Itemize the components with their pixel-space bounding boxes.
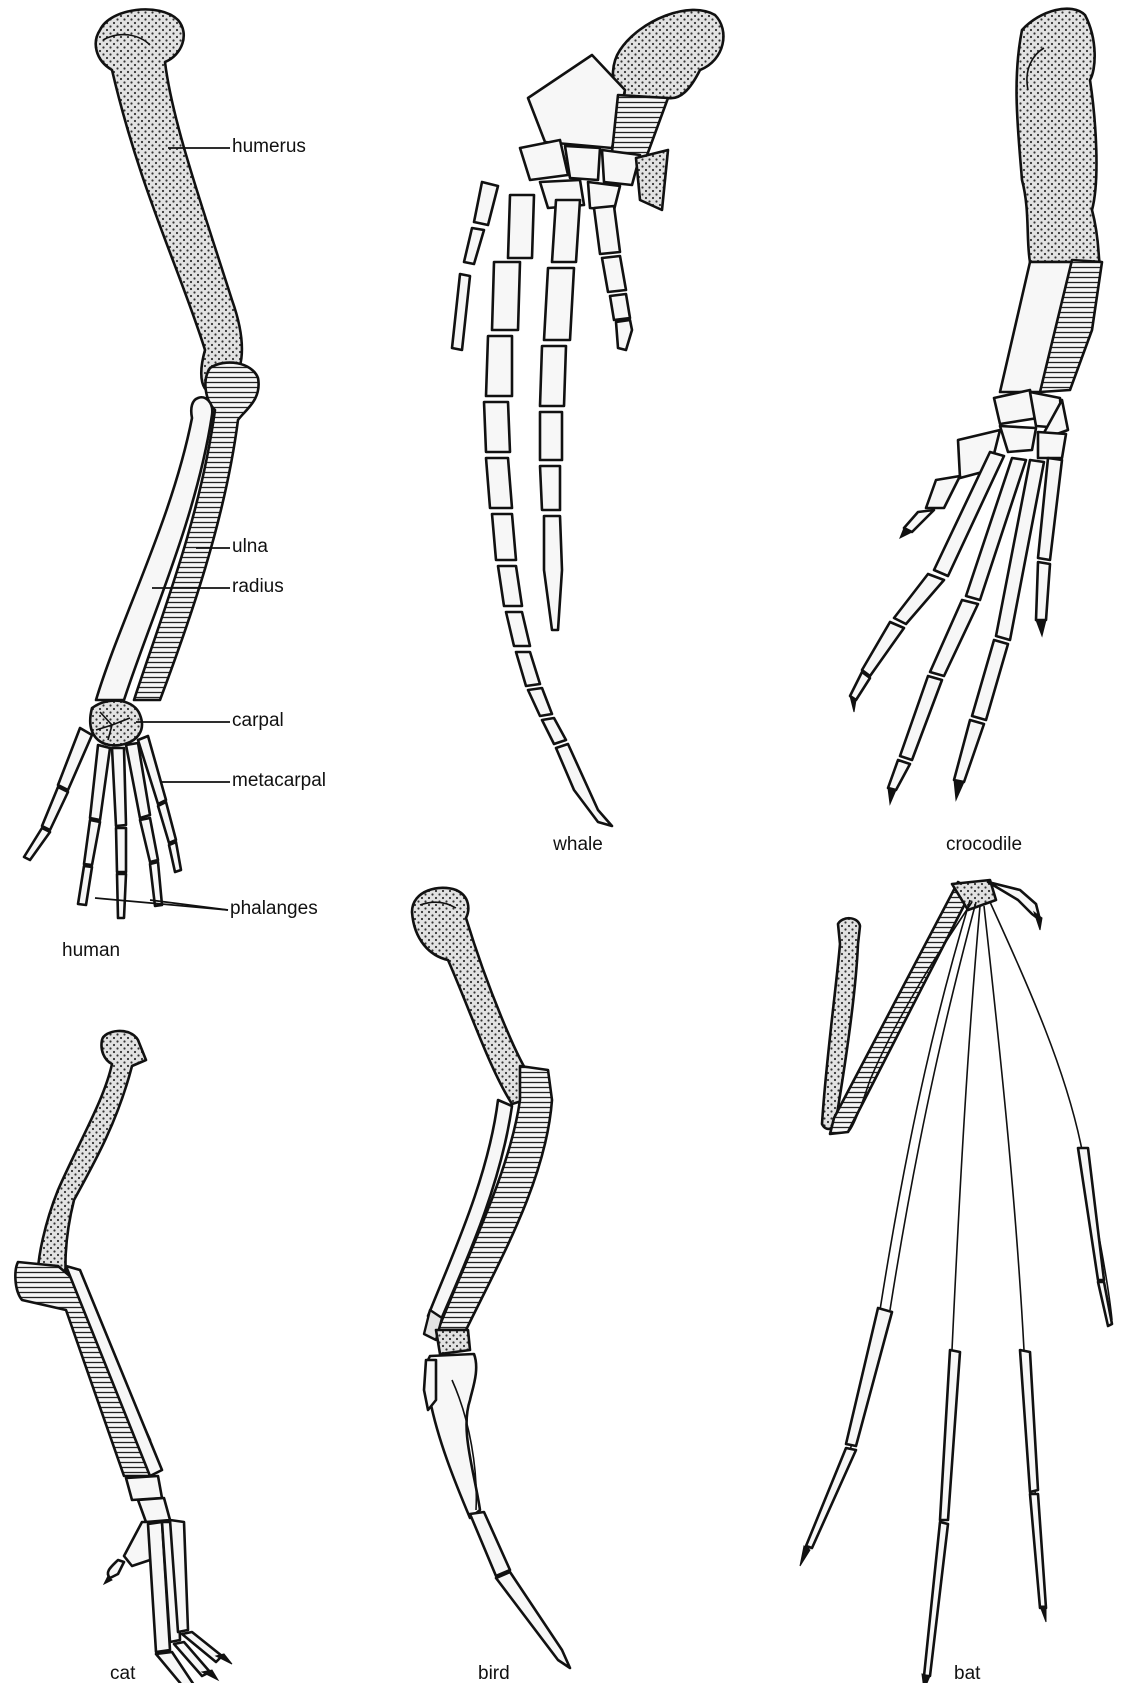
bird-carpals [436, 1330, 470, 1354]
ulna-label: ulna [232, 537, 268, 556]
bird-ulna [438, 1066, 552, 1330]
crocodile-label: crocodile [946, 834, 1022, 855]
radius-label: radius [232, 577, 284, 596]
human-label: human [62, 941, 120, 960]
metacarpal-label: metacarpal [232, 771, 326, 790]
whale-forelimb: whale [452, 10, 723, 855]
whale-digits [452, 182, 632, 826]
bird-forelimb [412, 888, 570, 1668]
bird-label: bird [478, 1664, 510, 1683]
cat-digits [108, 1520, 222, 1683]
crocodile-carpals [994, 390, 1068, 458]
whale-ulna [612, 95, 668, 158]
bat-label: bat [954, 1664, 980, 1683]
humerus-label: humerus [232, 137, 306, 156]
whale-humerus [613, 10, 724, 98]
human-carpals [90, 701, 142, 746]
human-humerus [96, 9, 242, 393]
phalanges-label: phalanges [230, 899, 318, 918]
cat-humerus [38, 1031, 146, 1282]
bat-forelimb [800, 880, 1112, 1683]
human-forelimb [24, 9, 259, 918]
crocodile-forelimb: crocodile [850, 9, 1102, 855]
human-fingers [24, 728, 181, 918]
cat-label: cat [110, 1664, 135, 1683]
whale-radius [528, 55, 625, 148]
carpal-label: carpal [232, 711, 284, 730]
crocodile-humerus [1017, 9, 1100, 262]
whale-label: whale [552, 834, 603, 855]
bird-hand [424, 1354, 570, 1668]
crocodile-digits [850, 430, 1062, 790]
cat-forelimb [15, 1031, 232, 1683]
cat-carpals [126, 1476, 170, 1522]
